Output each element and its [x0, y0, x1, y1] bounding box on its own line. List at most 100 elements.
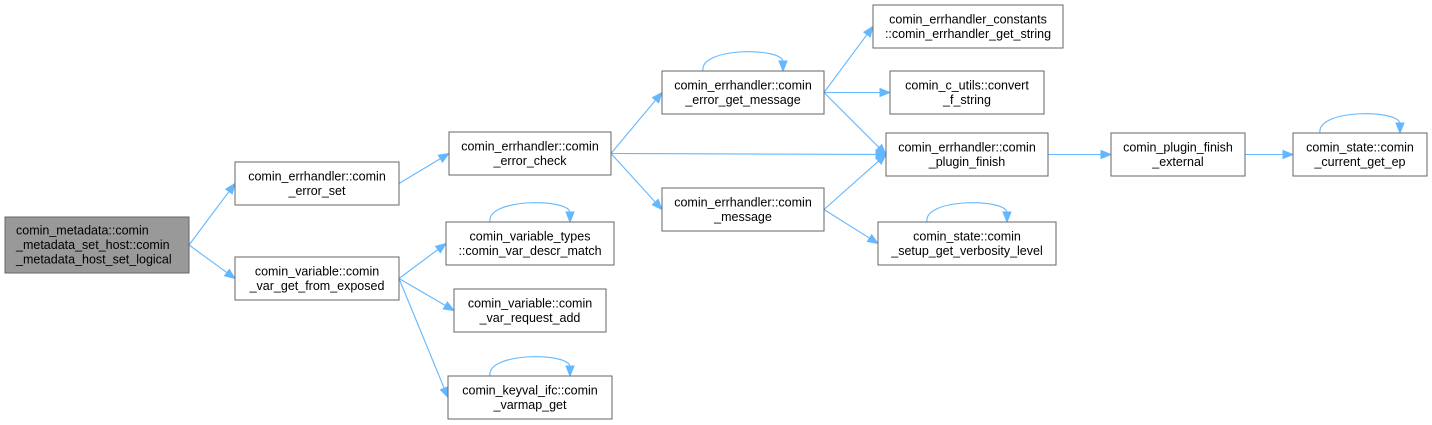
edge-line — [823, 33, 869, 93]
node-box — [234, 161, 400, 206]
edge-error-get-message-to-get-string — [823, 25, 874, 93]
node-label-line: ::comin_errhandler_get_string — [885, 27, 1051, 41]
node-box — [448, 131, 612, 176]
node-error-get-message[interactable]: comin_errhandler::comin_error_get_messag… — [661, 70, 825, 115]
node-label-line: comin_state::comin — [1306, 140, 1414, 154]
node-var-descr-match[interactable]: comin_variable_types::comin_var_descr_ma… — [445, 221, 615, 266]
edge-error-check-to-error-get-message — [610, 91, 663, 154]
node-root[interactable]: comin_metadata::comin_metadata_set_host:… — [4, 216, 190, 274]
edge-line — [188, 244, 229, 274]
node-label-line: ::comin_var_descr_match — [458, 244, 601, 258]
edge-line — [1319, 113, 1401, 134]
edge-arrowhead — [439, 385, 449, 399]
edge-var-get-from-exposed-to-varmap-get — [398, 278, 449, 399]
node-box — [885, 132, 1049, 177]
node-message[interactable]: comin_errhandler::comin_message — [661, 187, 825, 232]
edge-line — [489, 202, 571, 223]
node-error-check[interactable]: comin_errhandler::comin_error_check — [448, 131, 612, 176]
edge-var-get-from-exposed-to-var-descr-match — [398, 242, 448, 279]
edge-current-get-ep-to-current-get-ep — [1319, 113, 1405, 135]
node-label-line: _metadata_host_set_logical — [15, 253, 172, 267]
node-label-line: _external — [1151, 155, 1203, 169]
node-label-line: comin_keyval_ifc::comin — [462, 383, 598, 397]
node-label-line: comin_c_utils::convert — [905, 78, 1029, 92]
edge-error-check-to-plugin-finish — [610, 149, 888, 160]
node-current-get-ep[interactable]: comin_state::comin_current_get_ep — [1292, 132, 1428, 177]
edge-arrowhead — [1002, 211, 1012, 224]
edge-plugin-finish-external-to-current-get-ep — [1245, 149, 1295, 160]
edge-message-to-plugin-finish — [823, 153, 888, 210]
node-box — [1110, 132, 1246, 177]
edge-arrowhead — [442, 301, 456, 312]
node-box — [1292, 132, 1428, 177]
edge-line — [398, 278, 446, 390]
node-label-line: comin_errhandler::comin — [898, 140, 1036, 154]
node-var-request-add[interactable]: comin_variable::comin_var_request_add — [453, 288, 607, 333]
node-label-line: comin_errhandler::comin — [461, 139, 599, 153]
edge-line — [610, 99, 657, 154]
node-label-line: _current_get_ep — [1313, 155, 1405, 169]
node-label-line: comin_errhandler_constants — [889, 12, 1047, 26]
edge-plugin-finish-to-plugin-finish-external — [1048, 149, 1113, 160]
edge-arrowhead — [437, 152, 451, 163]
edge-var-get-from-exposed-to-var-request-add — [398, 278, 456, 312]
edge-arrowhead — [565, 365, 575, 378]
node-label-line: comin_errhandler::comin — [248, 169, 386, 183]
node-box — [4, 216, 190, 274]
node-label-line: comin_errhandler::comin — [674, 78, 812, 92]
edge-root-to-error-set — [188, 182, 236, 246]
node-varmap-get[interactable]: comin_keyval_ifc::comin_varmap_get — [447, 375, 613, 420]
edge-setup-get-verbosity-level-to-setup-get-verbosity-level — [926, 202, 1012, 224]
edge-line — [398, 248, 440, 279]
node-label-line: _varmap_get — [493, 398, 567, 412]
node-var-get-from-exposed[interactable]: comin_variable::comin_var_get_from_expos… — [234, 256, 400, 301]
edge-line — [610, 152, 878, 156]
edge-varmap-get-to-varmap-get — [489, 356, 575, 378]
edge-line — [489, 356, 571, 377]
edge-line — [702, 51, 784, 72]
node-label-line: _plugin_finish — [928, 155, 1005, 169]
edge-arrowhead — [875, 153, 888, 166]
node-error-set[interactable]: comin_errhandler::comin_error_set — [234, 161, 400, 206]
edge-arrowhead — [651, 198, 663, 211]
node-label-line: comin_variable_types — [470, 229, 591, 243]
node-label-line: comin_state::comin — [913, 229, 1021, 243]
edge-arrowhead — [875, 143, 887, 156]
edge-arrowhead — [866, 233, 880, 245]
node-label-line: _error_get_message — [684, 93, 800, 107]
edge-arrowhead — [1282, 149, 1295, 160]
node-get-string[interactable]: comin_errhandler_constants::comin_errhan… — [872, 4, 1064, 49]
node-convert-f-string[interactable]: comin_c_utils::convert_f_string — [889, 70, 1045, 115]
edge-line — [610, 153, 657, 204]
edges-layer — [188, 25, 1405, 399]
edge-error-check-to-message — [610, 153, 663, 211]
node-box — [447, 375, 613, 420]
edge-line — [398, 278, 447, 307]
node-label-line: comin_variable::comin — [468, 296, 592, 310]
node-box — [661, 187, 825, 232]
node-label-line: _message — [713, 210, 772, 224]
edge-message-to-setup-get-verbosity-level — [823, 209, 880, 245]
node-label-line: _error_check — [493, 154, 568, 168]
node-plugin-finish-external[interactable]: comin_plugin_finish_external — [1110, 132, 1246, 177]
node-label-line: comin_plugin_finish — [1123, 140, 1233, 154]
node-label-line: _var_get_from_exposed — [249, 279, 385, 293]
edge-line — [823, 92, 881, 149]
edge-arrowhead — [223, 268, 237, 280]
node-box — [445, 221, 615, 266]
edge-arrowhead — [565, 211, 575, 224]
edge-error-set-to-error-check — [398, 152, 451, 184]
edge-var-descr-match-to-var-descr-match — [489, 202, 575, 224]
edge-arrowhead — [434, 242, 448, 254]
node-label-line: _setup_get_verbosity_level — [890, 244, 1043, 258]
edge-root-to-var-get-from-exposed — [188, 244, 237, 280]
node-plugin-finish[interactable]: comin_errhandler::comin_plugin_finish — [885, 132, 1049, 177]
node-box — [877, 221, 1057, 266]
node-label-line: _error_set — [288, 184, 346, 198]
node-box — [234, 256, 400, 301]
node-setup-get-verbosity-level[interactable]: comin_state::comin_setup_get_verbosity_l… — [877, 221, 1057, 266]
node-label-line: comin_errhandler::comin — [674, 195, 812, 209]
edge-arrowhead — [1395, 122, 1405, 135]
edge-error-get-message-to-convert-f-string — [824, 87, 892, 98]
